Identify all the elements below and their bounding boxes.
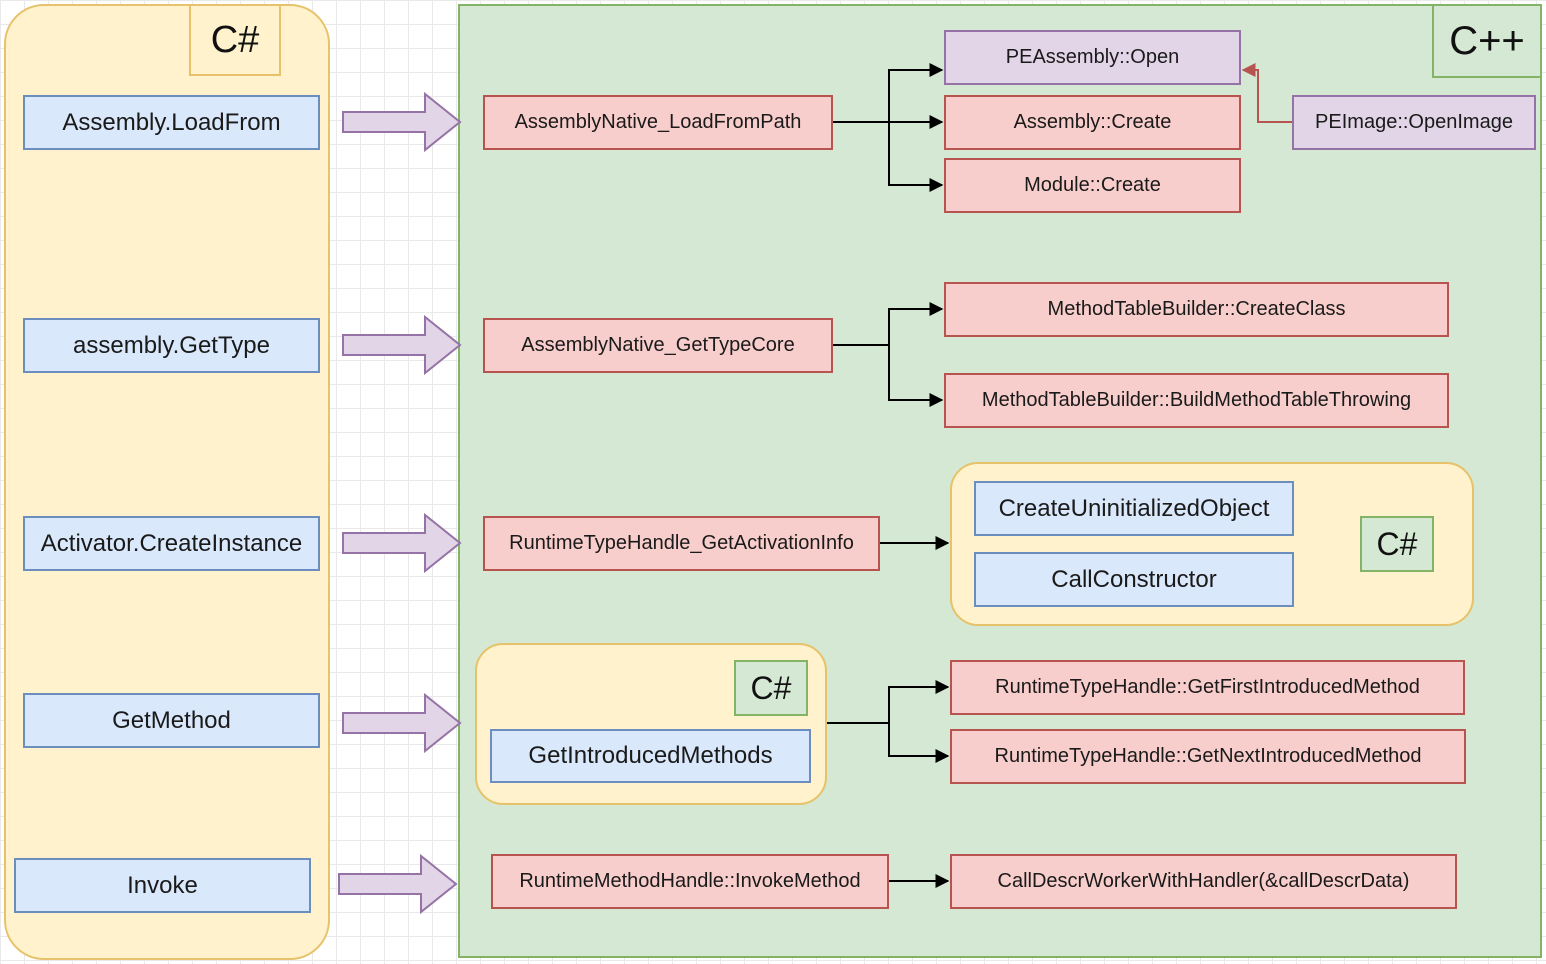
invoke-box: Invoke bbox=[14, 858, 311, 913]
assembly-gettype-box: assembly.GetType bbox=[23, 318, 320, 373]
connector-first-method bbox=[827, 680, 950, 724]
assemblynative-gettypecore-box: AssemblyNative_GetTypeCore bbox=[483, 318, 833, 373]
block-arrow-invoke bbox=[338, 853, 458, 915]
createclass-box: MethodTableBuilder::CreateClass bbox=[944, 282, 1449, 337]
activator-createinstance-box: Activator.CreateInstance bbox=[23, 516, 320, 571]
connector-open bbox=[833, 63, 944, 123]
assemblynative-loadfrompath-box: AssemblyNative_LoadFromPath bbox=[483, 95, 833, 150]
module-create-box: Module::Create bbox=[944, 158, 1241, 213]
invokemethod-box: RuntimeMethodHandle::InvokeMethod bbox=[491, 854, 889, 909]
connector-create-class bbox=[833, 302, 944, 346]
getmethod-box: GetMethod bbox=[23, 693, 320, 748]
buildmethodtablethrowing-box: MethodTableBuilder::BuildMethodTableThro… bbox=[944, 373, 1449, 428]
connector-next-method bbox=[888, 723, 950, 763]
getfirstintroducedmethod-box: RuntimeTypeHandle::GetFirstIntroducedMet… bbox=[950, 660, 1465, 715]
block-arrow-loadfrom bbox=[342, 91, 462, 153]
activation-csharp-tag: C# bbox=[1360, 516, 1434, 572]
getnextintroducedmethod-box: RuntimeTypeHandle::GetNextIntroducedMeth… bbox=[950, 729, 1466, 784]
connector-build-method-table bbox=[888, 345, 944, 407]
assembly-create-box: Assembly::Create bbox=[944, 95, 1241, 150]
getintroducedmethods-box: GetIntroducedMethods bbox=[490, 729, 811, 783]
getmethod-csharp-tag: C# bbox=[734, 660, 808, 716]
getactivationinfo-box: RuntimeTypeHandle_GetActivationInfo bbox=[483, 516, 880, 571]
block-arrow-getmethod bbox=[342, 692, 462, 754]
peassembly-open-box: PEAssembly::Open bbox=[944, 30, 1241, 85]
createuninitializedobject-box: CreateUninitializedObject bbox=[974, 481, 1294, 536]
csharp-tag: C# bbox=[189, 4, 281, 76]
peimage-openimage-box: PEImage::OpenImage bbox=[1292, 95, 1536, 150]
connector-open-image bbox=[1241, 63, 1292, 123]
connector-module-create bbox=[888, 122, 944, 192]
cpp-tag: C++ bbox=[1432, 4, 1542, 78]
assembly-loadfrom-box: Assembly.LoadFrom bbox=[23, 95, 320, 150]
block-arrow-gettype bbox=[342, 314, 462, 376]
calldescrworker-box: CallDescrWorkerWithHandler(&callDescrDat… bbox=[950, 854, 1457, 909]
csharp-region bbox=[4, 4, 330, 960]
callconstructor-box: CallConstructor bbox=[974, 552, 1294, 607]
block-arrow-createinstance bbox=[342, 512, 462, 574]
